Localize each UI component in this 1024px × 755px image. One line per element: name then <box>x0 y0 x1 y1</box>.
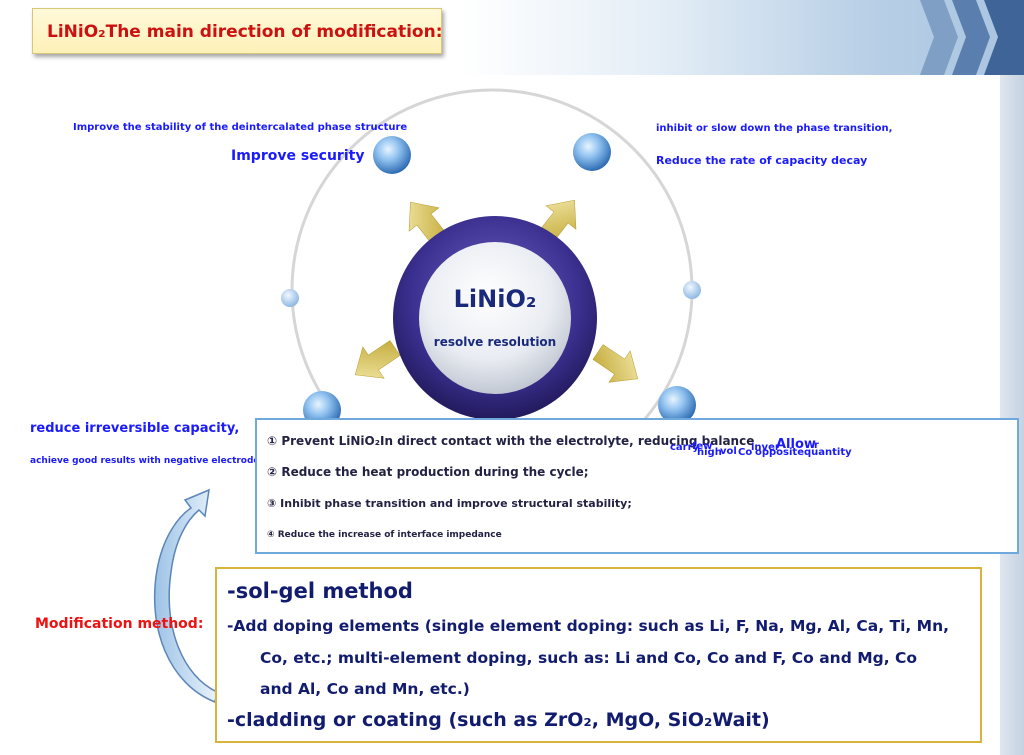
small-orb-icon <box>683 281 701 299</box>
list-item: ① Prevent LiNiO₂In direct contact with t… <box>267 434 755 448</box>
center-subtitle: resolve resolution <box>433 335 557 349</box>
overlap-text: Co <box>738 447 753 458</box>
overlap-text: Allow <box>776 437 816 452</box>
method-line: Co, etc.; multi-element doping, such as:… <box>260 649 918 667</box>
center-disc <box>419 242 571 394</box>
arrow-icon <box>592 344 639 383</box>
orb-icon <box>373 136 411 174</box>
modification-diagram <box>281 88 701 425</box>
overlap-text: vol <box>720 446 737 457</box>
method-line: -cladding or coating (such as ZrO₂, MgO,… <box>227 709 770 731</box>
bottom-left-line2: achieve good results with negative elect… <box>30 456 311 466</box>
page-title: LiNiO₂The main direction of modification… <box>47 22 443 42</box>
overlap-text: high <box>697 447 722 458</box>
top-right-line2: Reduce the rate of capacity decay <box>656 154 868 167</box>
method-line: and Al, Co and Mn, etc.) <box>260 680 470 698</box>
overlap-text: r <box>814 440 819 451</box>
top-right-line1: inhibit or slow down the phase transitio… <box>656 123 893 134</box>
list-item: ③ Inhibit phase transition and improve s… <box>267 497 632 510</box>
overlap-text: opposite <box>755 447 804 458</box>
overlap-text: carry <box>670 442 700 453</box>
list-item: ② Reduce the heat production during the … <box>267 465 589 479</box>
center-title: LiNiO₂ <box>453 285 537 313</box>
bottom-left-line1: reduce irreversible capacity, <box>30 421 240 436</box>
chevron-decoration-icon <box>920 0 1024 75</box>
methods-box: -sol-gel method -Add doping elements (si… <box>215 567 982 743</box>
arrow-icon <box>354 340 401 379</box>
list-item: ④ Reduce the increase of interface imped… <box>267 530 502 540</box>
top-left-heading: Improve security <box>231 148 365 164</box>
orb-icon <box>658 386 696 424</box>
curved-arrow-icon <box>153 488 218 704</box>
overlap-text: inver <box>751 442 780 453</box>
overlap-text: few <box>692 441 713 452</box>
right-edge-decoration <box>1000 75 1024 755</box>
method-line: -sol-gel method <box>227 579 413 603</box>
modification-method-label: Modification method: <box>35 616 204 632</box>
orb-icon <box>303 391 341 425</box>
method-line: -Add doping elements (single element dop… <box>227 617 950 635</box>
title-box: LiNiO₂The main direction of modification… <box>32 8 443 54</box>
top-left-note: Improve the stability of the deintercala… <box>73 122 408 133</box>
overlap-text: quantity <box>804 447 852 458</box>
orb-icon <box>573 133 611 171</box>
small-orb-icon <box>281 289 299 307</box>
effects-list-box: ① Prevent LiNiO₂In direct contact with t… <box>255 418 1019 554</box>
